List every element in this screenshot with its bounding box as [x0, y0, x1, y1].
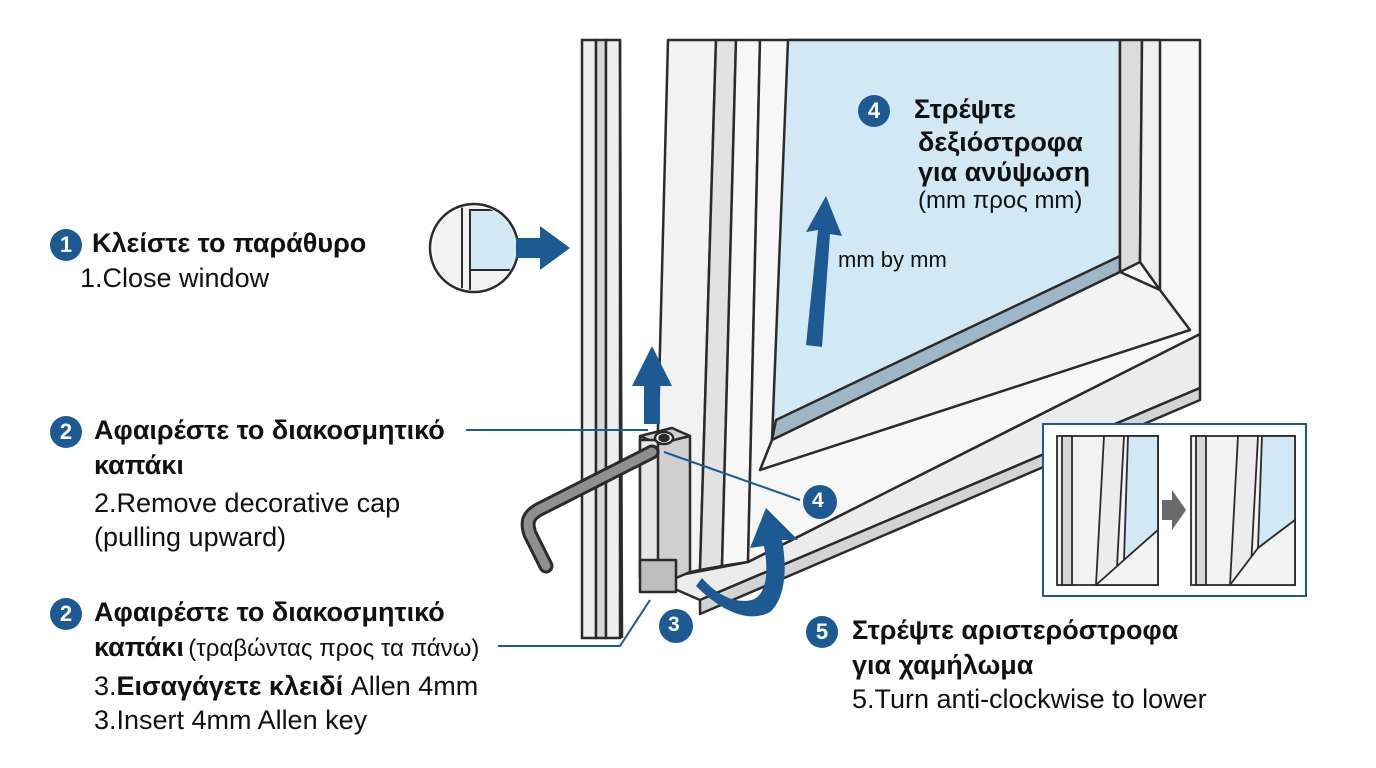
arrow-right-icon — [516, 226, 570, 270]
step2a-title-line1-text: Αφαιρέστε το διακοσμητικό — [94, 415, 445, 445]
step1-badge: 1 — [50, 228, 82, 261]
step2a-text-line1: 2.Remove decorative cap — [94, 487, 401, 518]
step2b-title-note: (τραβώντας προς τα πάνω) — [188, 634, 480, 662]
callout-badge-3 — [659, 609, 693, 643]
step2a-block: 2 Αφαιρέστε το διακοσμητικό καπάκι 2.Remo… — [50, 413, 445, 554]
step2b-line3-prefix: 3. — [94, 670, 117, 701]
step2a-title-line1: 2 Αφαιρέστε το διακοσμητικό — [50, 413, 445, 448]
step5-title-line1: 5 Στρέψτε αριστερόστροφα — [806, 613, 1207, 648]
step2b-title-line1: 2 Αφαιρέστε το διακοσμητικό — [50, 595, 479, 630]
magnifier-inset-icon — [428, 202, 570, 294]
step2b-line3-rest: Allen 4mm — [350, 670, 479, 701]
step2b-title-line2: καπάκι (τραβώντας προς τα πάνω) — [50, 630, 479, 669]
step5-block: 5 Στρέψτε αριστερόστροφα για χαμήλωμα 5.T… — [806, 613, 1207, 716]
step2b-title-line1-text: Αφαιρέστε το διακοσμητικό — [94, 597, 445, 627]
step4-title-line1: 4 Στρέψτε — [858, 92, 1090, 127]
step2b-line4: 3.Insert 4mm Allen key — [94, 704, 368, 735]
arrow-right-icon — [1162, 490, 1186, 530]
step4-badge: 4 — [858, 94, 890, 127]
step2b-badge: 2 — [50, 597, 82, 630]
step4-title-line1-text: Στρέψτε — [914, 94, 1016, 124]
callout-badge-4-label: 4 — [812, 489, 824, 512]
step2b-line3-bold: Εισαγάγετε κλειδί — [116, 670, 344, 701]
step2b-title-line2-text: καπάκι — [94, 631, 184, 662]
step2b-line3: 3.Εισαγάγετε κλειδί Allen 4mm — [50, 669, 479, 703]
callout-badge-3-label: 3 — [668, 613, 680, 636]
step1-title-gr: 1 Κλείστε το παράθυρο — [50, 226, 366, 261]
step1-title-gr-text: Κλείστε το παράθυρο — [92, 228, 367, 258]
arrow-up-icon — [806, 196, 842, 347]
step4-title-line2: δεξιόστροφα — [918, 126, 1083, 157]
step4-arrow-label: mm by mm — [838, 247, 947, 272]
hinge-icon — [638, 426, 692, 594]
callout-badge-4 — [803, 485, 837, 519]
step5-badge: 5 — [806, 615, 838, 648]
arrow-curved-icon — [696, 508, 798, 617]
arrow-up-icon — [632, 346, 672, 424]
step5-title-line2: για χαμήλωμα — [852, 649, 1034, 680]
step4-note: (mm προς mm) — [918, 186, 1083, 214]
step2a-badge: 2 — [50, 415, 82, 448]
step4-block: 4 Στρέψτε δεξιόστροφα για ανύψωση (mm προ… — [858, 92, 1090, 215]
glass-pane — [758, 38, 1192, 472]
before-after-inset — [1042, 423, 1307, 597]
leader-lines — [466, 429, 801, 647]
step5-title-line1-text: Στρέψτε αριστερόστροφα — [852, 615, 1179, 645]
step2b-block: 2 Αφαιρέστε το διακοσμητικό καπάκι (τραβώ… — [50, 595, 479, 737]
allen-key-icon — [520, 444, 660, 574]
inset-before — [1056, 435, 1159, 586]
step4-title-line3: για ανύψωση — [918, 156, 1091, 187]
inset-after — [1190, 435, 1296, 586]
fixed-frame — [580, 38, 624, 640]
step1-title-en: 1.Close window — [80, 262, 270, 293]
step2a-title-line2: καπάκι — [94, 449, 184, 480]
step1-block: 1 Κλείστε το παράθυρο 1.Close window — [50, 226, 366, 295]
step2a-text-line2: (pulling upward) — [94, 521, 287, 552]
step5-text-en: 5.Turn anti-clockwise to lower — [852, 683, 1207, 714]
